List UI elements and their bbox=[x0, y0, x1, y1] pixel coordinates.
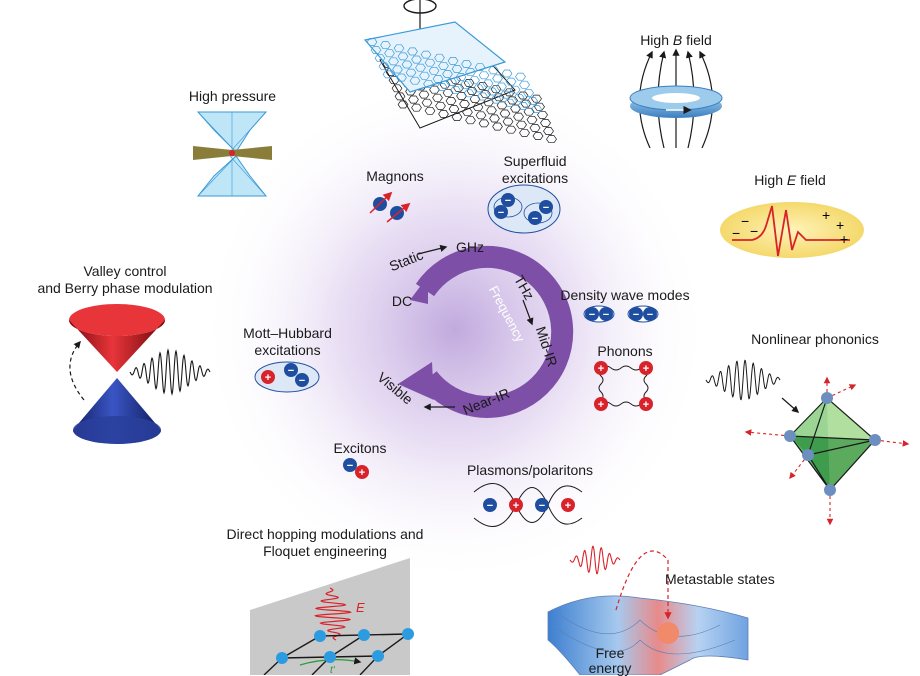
floquet-line-1: Direct hopping modulations and bbox=[226, 526, 424, 542]
e-minus-2: − bbox=[732, 225, 740, 241]
floquet-e-label: E bbox=[356, 600, 365, 615]
e-plus-1: + bbox=[822, 207, 830, 223]
hole-charge-glyph: + bbox=[643, 399, 649, 411]
floquet-t-label: t' bbox=[330, 665, 336, 675]
phonon-lattice bbox=[594, 361, 653, 411]
mott-hubbard-pair bbox=[254, 361, 320, 393]
graphene-hex-lattice bbox=[366, 38, 542, 113]
electron-charge-glyph: − bbox=[299, 375, 305, 387]
valley-control-label: Valley control and Berry phase modulatio… bbox=[10, 263, 240, 297]
magnetic-field-ring bbox=[629, 48, 723, 149]
electron-charge-glyph: − bbox=[487, 500, 493, 512]
electron-charge-glyph: − bbox=[647, 309, 653, 321]
high-e-field-label: High E field bbox=[720, 172, 860, 189]
high-e-prefix: High bbox=[754, 172, 787, 188]
electron-charge-glyph: − bbox=[543, 202, 549, 214]
high-b-prefix: High bbox=[640, 32, 673, 48]
superfluid-line-2: excitations bbox=[501, 170, 569, 186]
metastable-states-label: Metastable states bbox=[665, 571, 775, 587]
spectrum-glow bbox=[200, 75, 710, 585]
floquet-label: Direct hopping modulations and Floquet e… bbox=[200, 526, 450, 560]
magnon-spins bbox=[369, 191, 411, 223]
e-minus-3: − bbox=[750, 223, 758, 239]
free-energy-landscape bbox=[547, 545, 749, 675]
mott-line-1: Mott–Hubbard bbox=[243, 325, 332, 341]
valley-line-1: Valley control bbox=[83, 263, 167, 279]
floquet-line-2: Floquet engineering bbox=[263, 543, 387, 559]
electron-charge-glyph: − bbox=[498, 207, 504, 219]
hole-charge-glyph: + bbox=[265, 372, 271, 384]
diamond-anvil-cell bbox=[193, 111, 272, 197]
free-energy-line-1: Free bbox=[595, 645, 625, 661]
free-energy-label: Free energy bbox=[585, 646, 635, 676]
high-pressure-label: High pressure bbox=[188, 88, 277, 104]
static-ghz-arrow bbox=[417, 244, 448, 255]
electron-charge-glyph: − bbox=[532, 213, 538, 225]
high-b-suffix: field bbox=[682, 32, 712, 48]
electron-charge-glyph: − bbox=[505, 195, 511, 207]
density-wave-pairs bbox=[583, 305, 659, 323]
excitons-label: Excitons bbox=[333, 440, 387, 456]
floquet-lattice: E t' bbox=[250, 558, 414, 675]
mott-line-2: excitations bbox=[254, 342, 321, 358]
plasmons-label: Plasmons/polaritons bbox=[466, 462, 594, 478]
superfluid-pairs bbox=[487, 184, 561, 234]
hole-charge-glyph: + bbox=[359, 467, 365, 479]
valley-line-2: and Berry phase modulation bbox=[37, 280, 213, 296]
electron-charge-glyph: − bbox=[539, 500, 545, 512]
mott-hubbard-label: Mott–Hubbard excitations bbox=[225, 325, 350, 359]
e-plus-2: + bbox=[836, 217, 844, 233]
electron-charge-glyph: − bbox=[603, 309, 609, 321]
exciton-pair bbox=[343, 458, 369, 479]
e-minus-1: − bbox=[741, 213, 749, 229]
e-plus-3: + bbox=[840, 231, 848, 247]
ghz-label: GHz bbox=[456, 239, 484, 255]
valley-dirac-cones bbox=[69, 304, 211, 444]
free-energy-line-2: energy bbox=[588, 660, 632, 676]
hole-charge-glyph: + bbox=[598, 363, 604, 375]
high-e-symbol: E bbox=[786, 172, 797, 188]
twisted-bilayer-graphene bbox=[363, 0, 557, 144]
high-e-suffix: field bbox=[796, 172, 826, 188]
graphene-hex-lattice bbox=[382, 60, 557, 144]
electron-charge-glyph: − bbox=[633, 309, 639, 321]
hole-charge-glyph: + bbox=[565, 500, 571, 512]
electron-charge-glyph: − bbox=[288, 365, 294, 377]
superfluid-line-1: Superfluid bbox=[503, 153, 567, 169]
electric-field-pulse: − − − + + + bbox=[720, 202, 864, 258]
phonons-label: Phonons bbox=[597, 343, 653, 359]
superfluid-label: Superfluid excitations bbox=[480, 153, 590, 187]
thz-midir-arrow bbox=[522, 299, 534, 326]
plasmon-wave bbox=[473, 483, 583, 527]
dc-label: DC bbox=[392, 293, 412, 309]
nonlinear-phononics-label: Nonlinear phononics bbox=[751, 331, 879, 347]
nonlinear-phononics-octahedron bbox=[705, 359, 910, 526]
hole-charge-glyph: + bbox=[598, 399, 604, 411]
hole-charge-glyph: + bbox=[513, 500, 519, 512]
magnons-label: Magnons bbox=[366, 168, 424, 184]
density-wave-label: Density wave modes bbox=[560, 287, 690, 303]
frequency-arc-arrow bbox=[398, 245, 574, 418]
high-b-symbol: B bbox=[672, 32, 683, 48]
electron-charge-glyph: − bbox=[347, 460, 353, 472]
high-b-field-label: High B field bbox=[606, 32, 746, 49]
hole-charge-glyph: + bbox=[643, 363, 649, 375]
electron-charge-glyph: − bbox=[589, 309, 595, 321]
